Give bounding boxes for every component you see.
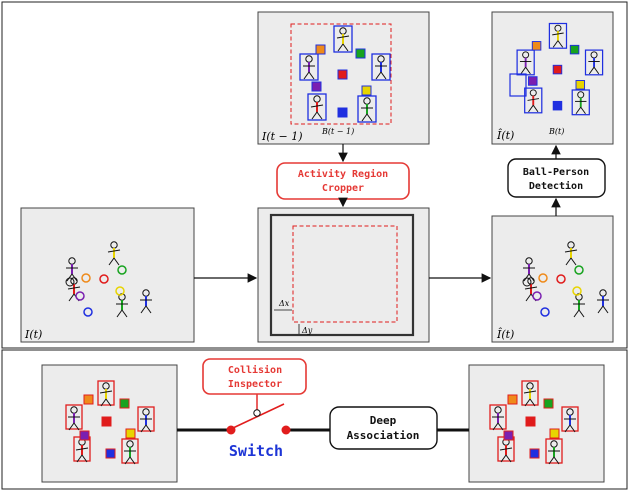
switch-label: Switch <box>229 442 283 460</box>
cropper-label-line2: Cropper <box>322 183 364 194</box>
collision-label-line2: Inspector <box>228 379 282 390</box>
bottom-section-border <box>1 349 628 490</box>
ball-person-detection: Ball-Person Detection <box>507 158 606 198</box>
bottom-right-frame <box>468 364 605 483</box>
cropper-frame: Δx Δy <box>257 207 430 343</box>
prev-frame: I(t − 1) B(t − 1) <box>257 11 430 145</box>
switch: Switch <box>226 394 291 460</box>
detected-bbox-label: B(t) <box>548 127 564 136</box>
current-frame: I(t) <box>20 207 195 343</box>
activity-region-cropper: Activity Region Cropper <box>276 162 410 200</box>
top-section-border <box>1 1 628 349</box>
bottom-left-frame <box>41 364 178 483</box>
deep-assoc-label-line1: Deep <box>370 414 397 427</box>
ball-person-label-line1: Ball-Person <box>523 167 589 178</box>
ball-person-label-line2: Detection <box>529 180 583 192</box>
cropped-frame-label: Î(t) <box>496 327 514 341</box>
detected-frame: Î(t) B(t) <box>491 11 614 145</box>
current-frame-label: I(t) <box>24 328 42 341</box>
cropper-label-line1: Activity Region <box>298 168 388 180</box>
collision-label-line1: Collision <box>228 364 282 376</box>
prev-bbox-label: B(t − 1) <box>321 127 354 136</box>
prev-frame-label: I(t − 1) <box>261 130 303 143</box>
delta-y-label: Δy <box>301 326 313 335</box>
deep-assoc-label-line2: Association <box>347 429 420 442</box>
cropped-frame: Î(t) <box>491 215 614 343</box>
detected-frame-label: Î(t) <box>496 128 514 142</box>
deep-association: Deep Association <box>329 406 438 450</box>
collision-inspector: Collision Inspector <box>202 358 307 395</box>
delta-x-label: Δx <box>278 299 290 308</box>
